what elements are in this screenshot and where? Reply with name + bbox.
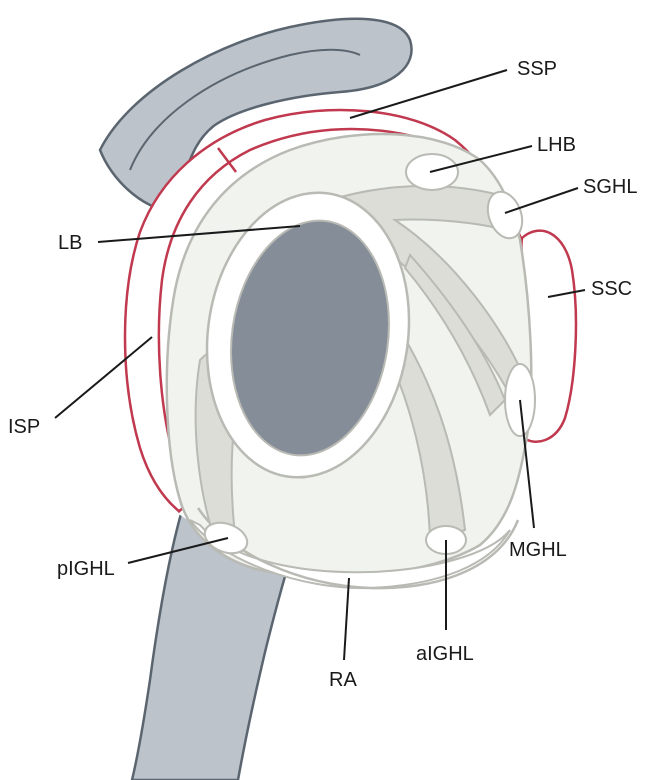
label-ssc: SSC <box>591 278 632 300</box>
label-ra: RA <box>329 669 357 691</box>
label-aighl: aIGHL <box>416 643 474 665</box>
label-lb: LB <box>58 232 82 254</box>
leader-ra <box>344 578 349 660</box>
label-mghl: MGHL <box>509 539 567 561</box>
label-pighl: pIGHL <box>57 558 115 580</box>
label-lhb: LHB <box>537 134 576 156</box>
label-ssp: SSP <box>517 58 557 80</box>
label-isp: ISP <box>8 416 40 438</box>
label-sghl: SGHL <box>583 176 637 198</box>
